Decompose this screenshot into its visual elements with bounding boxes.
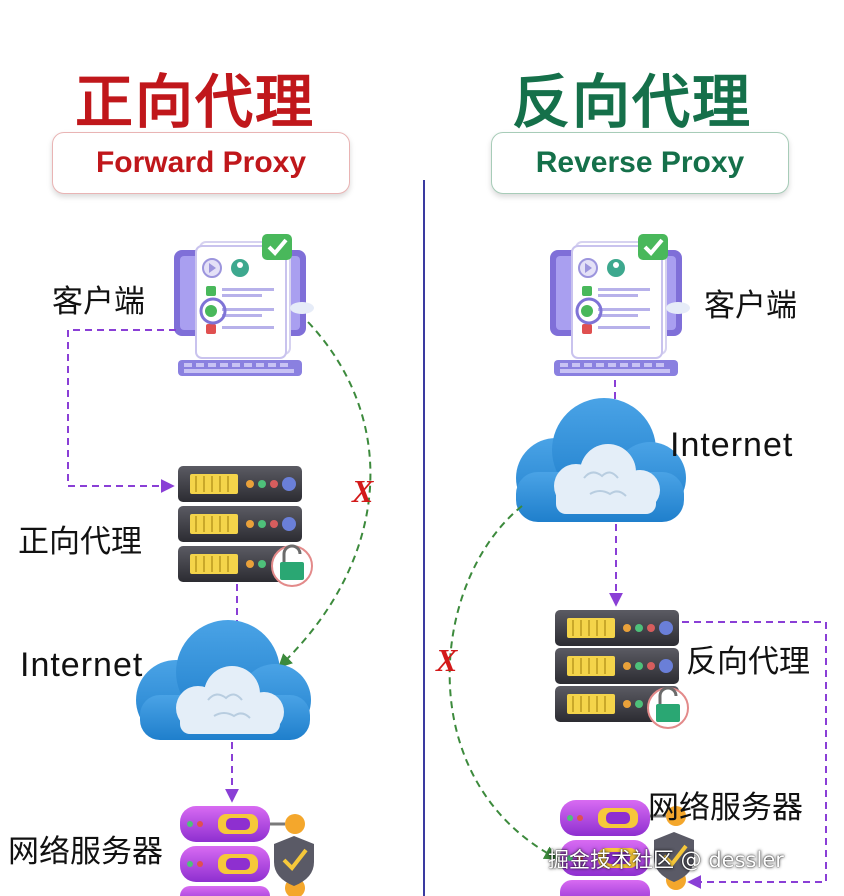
forward-client-computer-icon xyxy=(174,234,314,376)
reverse-internet-cloud-icon xyxy=(516,398,686,522)
center-divider xyxy=(423,180,425,896)
reverse-title: 反向代理 xyxy=(512,68,753,136)
forward-proxy-server-icon xyxy=(178,466,313,587)
forward-direct-blocked-arrow xyxy=(277,321,372,668)
reverse-client-computer-icon xyxy=(550,234,690,376)
reverse-proxy-badge-text: Reverse Proxy xyxy=(535,146,745,179)
forward-internet-cloud-icon xyxy=(136,620,311,740)
reverse-server-label: 网络服务器 xyxy=(648,790,803,826)
reverse-client-label: 客户端 xyxy=(704,288,797,324)
forward-blocked-mark: X xyxy=(351,473,374,509)
reverse-proxy-to-server-arrow xyxy=(682,621,827,889)
reverse-direct-blocked-arrow xyxy=(448,505,559,860)
reverse-internet-label: Internet xyxy=(670,426,794,464)
forward-proxy-badge: Forward Proxy xyxy=(52,132,350,194)
forward-web-server-icon xyxy=(180,806,314,896)
reverse-proxy-label: 反向代理 xyxy=(686,644,810,680)
reverse-web-server-icon xyxy=(560,800,694,896)
reverse-blocked-mark: X xyxy=(435,642,458,678)
forward-internet-label: Internet xyxy=(20,646,144,684)
watermark: 掘金技术社区 @ dessler xyxy=(548,848,784,872)
reverse-proxy-server-icon xyxy=(555,610,689,729)
forward-proxy-label: 正向代理 xyxy=(18,524,142,560)
forward-title: 正向代理 xyxy=(75,68,316,136)
forward-client-to-proxy-arrow xyxy=(67,329,176,493)
forward-server-label: 网络服务器 xyxy=(8,834,163,870)
forward-proxy-badge-text: Forward Proxy xyxy=(95,146,307,179)
reverse-proxy-badge: Reverse Proxy xyxy=(491,132,789,194)
forward-client-label: 客户端 xyxy=(52,284,145,320)
